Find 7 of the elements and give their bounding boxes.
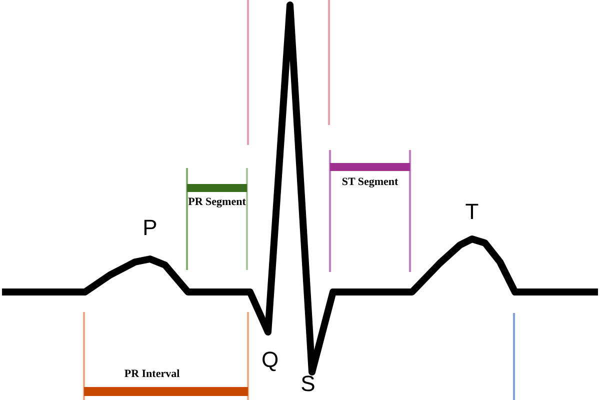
segment-label: PR Segment xyxy=(187,196,247,208)
wave-label: T xyxy=(464,200,480,224)
wave-label: Q xyxy=(260,348,280,372)
wave-label: P xyxy=(142,216,158,240)
segment-label: ST Segment xyxy=(340,176,400,188)
wave-label: S xyxy=(300,372,316,396)
interval-label: PR Interval xyxy=(123,368,181,380)
